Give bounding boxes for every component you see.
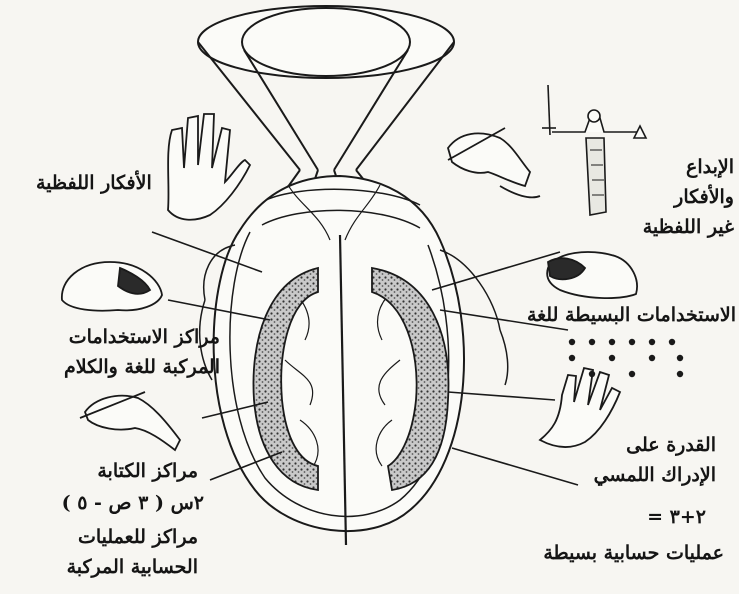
label-complex-language: مراكز الاستخدامات المركبة للغة والكلام bbox=[8, 322, 220, 382]
brain-top-view-icon bbox=[200, 176, 508, 545]
label-simple-language: الاستخدامات البسيطة للغة bbox=[508, 300, 736, 330]
label-tactile: القدرة على الإدراك اللمسي bbox=[586, 430, 716, 490]
label-writing: مراكز الكتابة bbox=[50, 456, 198, 486]
speaking-head-icon bbox=[62, 262, 162, 311]
writing-hand-icon bbox=[80, 392, 180, 450]
drawing-hand-icon bbox=[448, 128, 540, 197]
label-complex-math: مراكز للعمليات الحسابية المركبة bbox=[42, 522, 198, 582]
raised-hand-icon bbox=[168, 114, 250, 220]
label-simple-math: عمليات حسابية بسيطة bbox=[500, 538, 724, 568]
label-creativity: الإبداع والأفكار غير اللفظية bbox=[604, 152, 734, 242]
lips-head-icon bbox=[547, 252, 637, 298]
label-verbal-ideas: الأفكار اللفظية bbox=[36, 168, 152, 198]
label-equation: ٢س ( ٣ ص - ٥ ) bbox=[16, 488, 204, 518]
label-simple-sum: ٢+٣ = bbox=[626, 502, 706, 532]
